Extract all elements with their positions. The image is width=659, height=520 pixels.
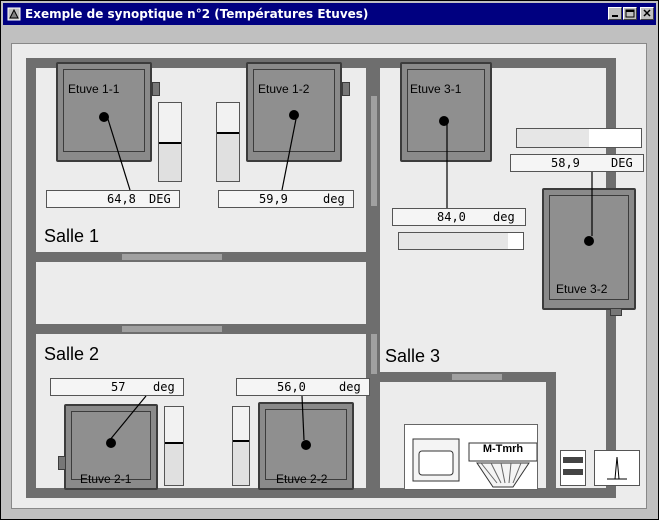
- temperature-value: 64,8: [107, 192, 136, 206]
- title-bar[interactable]: Exemple de synoptique n°2 (Températures …: [3, 3, 656, 25]
- gauge-remaining: [508, 233, 523, 249]
- oven-label: Etuve 2-1: [80, 472, 132, 486]
- readout-etuve-2-2: 56,0 deg: [236, 378, 370, 396]
- oven-etuve-2-2[interactable]: Etuve 2-2: [258, 402, 354, 490]
- oven-label: Etuve 3-1: [410, 82, 462, 96]
- readout-etuve-3-1: 84,0 deg: [392, 208, 526, 226]
- gauge-fill: [517, 129, 591, 147]
- app-icon: [7, 7, 21, 21]
- flame-indicator: [594, 450, 640, 486]
- temperature-unit: DEG: [149, 192, 171, 206]
- sensor-dot: [106, 438, 116, 448]
- gauge-fill: [233, 440, 249, 485]
- gauge-etuve-2-2: [232, 406, 250, 486]
- gauge-etuve-1-2: [216, 102, 240, 182]
- sensor-dot: [301, 440, 311, 450]
- room-label-salle2: Salle 2: [44, 344, 100, 364]
- close-button[interactable]: [640, 7, 654, 20]
- machine-icon: [412, 438, 538, 488]
- oven-etuve-1-1[interactable]: Etuve 1-1: [56, 62, 160, 162]
- oven-label: Etuve 2-2: [276, 472, 328, 486]
- temperature-unit: deg: [493, 210, 515, 224]
- temperature-unit: deg: [339, 380, 361, 394]
- oven-hinge: [152, 82, 160, 96]
- wall-bottom: [26, 488, 616, 498]
- flame-icon: [607, 456, 627, 480]
- oven-label: Etuve 1-1: [68, 82, 120, 96]
- oven-etuve-3-1[interactable]: Etuve 3-1: [400, 62, 492, 162]
- sensor-dot: [584, 236, 594, 246]
- gauge-etuve-1-1: [158, 102, 182, 182]
- readout-etuve-1-1: 64,8 DEG: [46, 190, 180, 208]
- wall-equipment-right: [546, 372, 556, 492]
- gauge-fill: [217, 132, 239, 181]
- synoptic-canvas: Salle 1 Salle 2 Salle 3 Etuve 1-1 64,8 D…: [11, 43, 647, 509]
- temperature-unit: DEG: [611, 156, 633, 170]
- close-icon: [643, 9, 651, 17]
- maximize-button[interactable]: [623, 7, 637, 20]
- equipment-bench: M-Tmrh: [404, 424, 538, 490]
- minimize-icon: [612, 15, 618, 17]
- oven-label: Etuve 1-2: [258, 82, 310, 96]
- wall-left: [26, 58, 36, 498]
- gauge-fill: [399, 233, 511, 249]
- gauge-fill: [165, 442, 183, 485]
- indicator-bars: [560, 450, 586, 486]
- temperature-value: 56,0: [277, 380, 306, 394]
- temperature-value: 84,0: [437, 210, 466, 224]
- readout-etuve-3-2: 58,9 DEG: [510, 154, 644, 172]
- temperature-value: 58,9: [551, 156, 580, 170]
- equipment-sign: M-Tmrh: [482, 443, 524, 455]
- oven-hinge: [58, 456, 66, 470]
- minimize-button[interactable]: [608, 7, 622, 20]
- temperature-value: 57: [111, 380, 126, 394]
- sensor-dot: [289, 110, 299, 120]
- gauge-etuve-3-2: [516, 128, 642, 148]
- sensor-dot: [439, 116, 449, 126]
- temperature-unit: deg: [323, 192, 345, 206]
- gauge-etuve-2-1: [164, 406, 184, 486]
- readout-etuve-2-1: 57 deg: [50, 378, 184, 396]
- oven-etuve-3-2[interactable]: Etuve 3-2: [542, 188, 636, 316]
- gauge-fill: [159, 141, 181, 181]
- room-label-salle3: Salle 3: [385, 346, 441, 366]
- door-center-bottom: [371, 334, 377, 374]
- window-title: Exemple de synoptique n°2 (Températures …: [25, 7, 369, 21]
- door-equipment: [452, 374, 502, 380]
- temperature-unit: deg: [153, 380, 175, 394]
- gauge-remaining: [588, 129, 641, 147]
- room-label-salle1: Salle 1: [44, 226, 100, 246]
- door-salle2: [122, 326, 222, 332]
- oven-etuve-2-1[interactable]: Etuve 2-1: [58, 404, 158, 490]
- oven-label: Etuve 3-2: [556, 282, 608, 296]
- door-center-top: [371, 96, 377, 206]
- temperature-value: 59,9: [259, 192, 288, 206]
- oven-foot: [610, 308, 622, 316]
- gauge-etuve-3-1: [398, 232, 524, 250]
- oven-hinge: [342, 82, 350, 96]
- readout-etuve-1-2: 59,9 deg: [218, 190, 354, 208]
- oven-etuve-1-2[interactable]: Etuve 1-2: [246, 62, 350, 162]
- maximize-icon: [625, 9, 635, 18]
- sensor-dot: [99, 112, 109, 122]
- door-salle1: [122, 254, 222, 260]
